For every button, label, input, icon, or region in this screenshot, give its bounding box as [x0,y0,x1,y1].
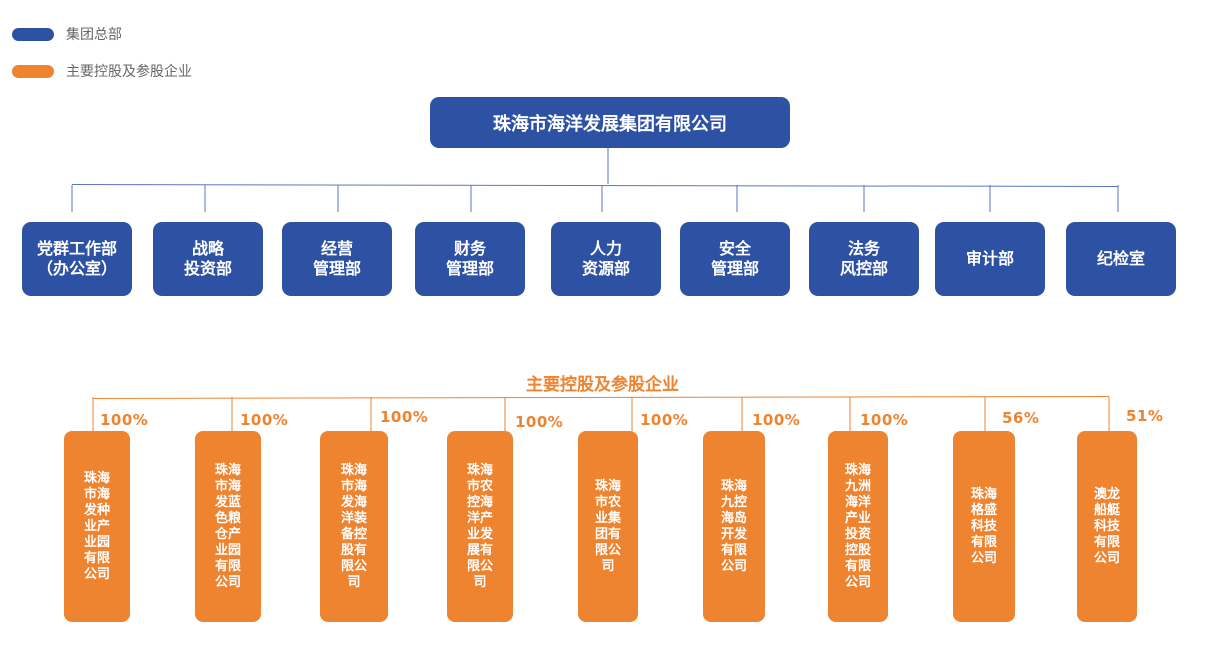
subsidiary-box: 珠海九洲海洋产业投资控股有限公司 [828,431,888,622]
subsidiary-box: 珠海市海发蓝色粮仓产业园有限公司 [195,431,261,622]
ownership-percentage: 100% [240,411,289,429]
department-box: 财务 管理部 [415,222,525,296]
subsidiary-name: 珠海格盛科技有限公司 [970,486,997,566]
department-label: 党群工作部 （办公室） [36,239,117,278]
department-box: 法务 风控部 [809,222,919,296]
department-label: 纪检室 [1096,249,1145,268]
subsidiary-name: 珠海市农控海洋产业发展有限公司 [466,462,493,590]
department-box: 审计部 [935,222,1045,296]
department-label: 经营 管理部 [312,239,361,278]
legend-label: 集团总部 [66,27,122,43]
subsidiary-bus-line [92,396,1110,399]
subsidiary-box: 珠海市农业集团有限公司 [578,431,638,622]
ownership-percentage: 100% [380,408,429,426]
department-label: 战略 投资部 [183,239,232,278]
ownership-percentage: 100% [752,411,801,429]
subsidiary-box: 珠海格盛科技有限公司 [953,431,1015,622]
department-box: 经营 管理部 [282,222,392,296]
department-bus-line [71,184,1119,187]
subsidiary-box: 珠海市海发种业产业园有限公司 [64,431,130,622]
department-box: 战略 投资部 [153,222,263,296]
ownership-percentage: 100% [640,411,689,429]
department-label: 人力 资源部 [581,239,630,278]
ownership-percentage: 100% [515,413,564,431]
subsidiary-name: 珠海市海发种业产业园有限公司 [83,470,110,582]
subsidiary-box: 澳龙船艇科技有限公司 [1077,431,1137,622]
ownership-percentage: 100% [100,411,149,429]
subsidiary-name: 珠海市海发海洋装备控股有限公司 [340,462,367,590]
headquarters-box: 珠海市海洋发展集团有限公司 [430,97,790,148]
department-label: 财务 管理部 [445,239,494,278]
legend-item-hq: 集团总部 [12,24,122,44]
department-label: 安全 管理部 [710,239,759,278]
legend-swatch-blue [12,27,54,41]
subsidiary-name: 珠海市农业集团有限公司 [594,478,621,574]
subsidiary-box: 珠海市海发海洋装备控股有限公司 [320,431,388,622]
ownership-percentage: 51% [1126,407,1164,425]
ownership-percentage: 100% [860,411,909,429]
ownership-percentage: 56% [1002,409,1040,427]
subsidiaries-title: 主要控股及参股企业 [526,375,679,395]
subsidiary-name: 澳龙船艇科技有限公司 [1093,486,1120,566]
subsidiary-box: 珠海市农控海洋产业发展有限公司 [447,431,513,622]
department-box: 人力 资源部 [551,222,661,296]
legend-swatch-orange [12,64,54,78]
subsidiary-name: 珠海九洲海洋产业投资控股有限公司 [844,462,871,590]
department-label: 审计部 [965,249,1014,268]
department-box: 纪检室 [1066,222,1176,296]
subsidiary-name: 珠海市海发蓝色粮仓产业园有限公司 [214,462,241,590]
department-box: 党群工作部 （办公室） [22,222,132,296]
legend-label: 主要控股及参股企业 [66,64,192,80]
subsidiary-box: 珠海九控海岛开发有限公司 [703,431,765,622]
legend-item-subsidiaries: 主要控股及参股企业 [12,61,192,81]
subsidiary-name: 珠海九控海岛开发有限公司 [720,478,747,574]
department-box: 安全 管理部 [680,222,790,296]
department-label: 法务 风控部 [839,239,888,278]
